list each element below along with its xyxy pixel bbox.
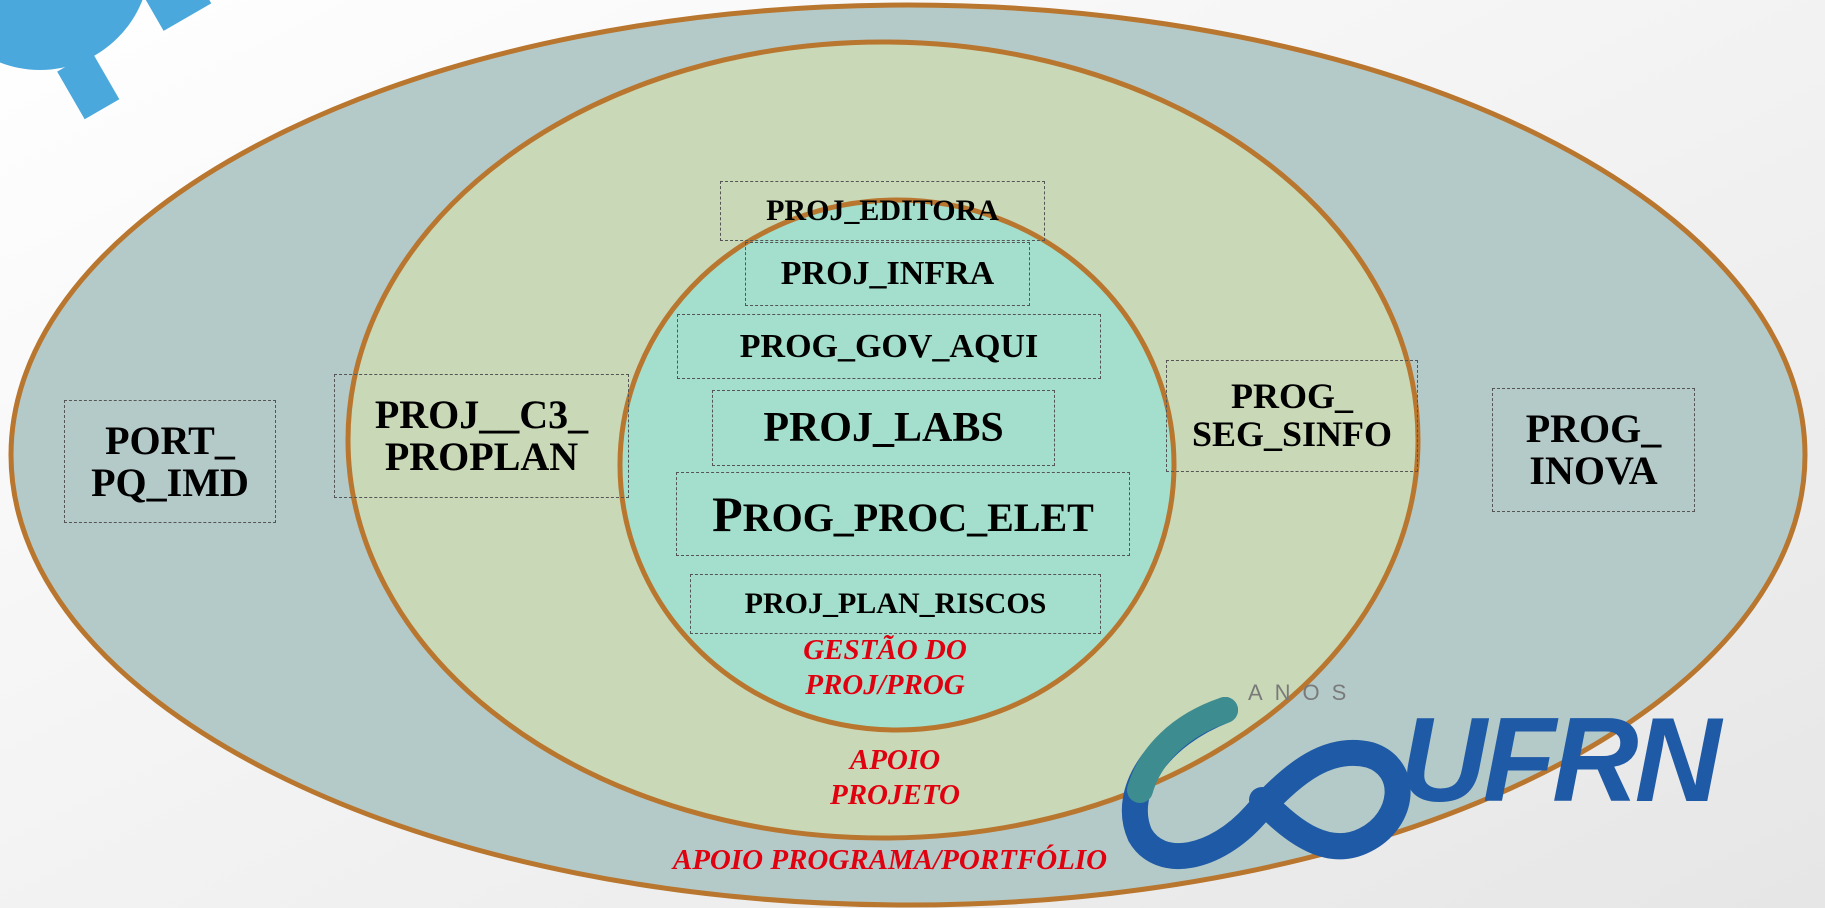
port-pq-imd-line1: PORT_ bbox=[105, 417, 235, 463]
prog-seg-sinfo-line2: SEG_SINFO bbox=[1191, 414, 1393, 454]
proj-infra-box: PROJ_INFRA bbox=[745, 242, 1030, 306]
proj-editora-label: PROJ_EDITORA bbox=[766, 194, 999, 228]
proj-editora-box: PROJ_EDITORA bbox=[720, 181, 1045, 241]
prog-proc-elet-box: PROG_PROC_ELET bbox=[676, 472, 1130, 556]
proj-c3-proplan-line1: PROJ__C3_ bbox=[374, 392, 589, 437]
proj-plan-riscos-label: PROJ_PLAN_RISCOS bbox=[744, 587, 1047, 621]
middle-caption-line1: APOIO bbox=[849, 744, 941, 776]
port-pq-imd-line2: PQ_IMD bbox=[91, 459, 249, 505]
prog-seg-sinfo-box: PROG_ SEG_SINFO bbox=[1166, 360, 1418, 472]
middle-caption-line2: PROJETO bbox=[830, 778, 960, 811]
prog-gov-aqui-box: PROG_GOV_AQUI bbox=[677, 314, 1101, 379]
port-pq-imd-box: PORT_ PQ_IMD bbox=[64, 400, 276, 523]
proj-plan-riscos-box: PROJ_PLAN_RISCOS bbox=[690, 574, 1101, 634]
inner-caption-line1: GESTÃO DO bbox=[803, 634, 967, 666]
inner-caption-line2: PROJ/PROG bbox=[805, 668, 965, 701]
sixty-years-logo bbox=[1122, 697, 1411, 869]
proj-infra-label: PROJ_INFRA bbox=[780, 255, 995, 293]
prog-gov-aqui-label: PROG_GOV_AQUI bbox=[739, 327, 1039, 365]
inner-caption: GESTÃO DO PROJ/PROG bbox=[760, 633, 1010, 703]
proj-labs-box: PROJ_LABS bbox=[712, 390, 1055, 466]
gear-icon bbox=[0, 0, 212, 120]
outer-caption: APOIO PROGRAMA/PORTFÓLIO bbox=[672, 844, 1108, 876]
anos-label: ANOS bbox=[1248, 680, 1359, 705]
proj-c3-proplan-box: PROJ__C3_ PROPLAN bbox=[334, 374, 629, 498]
prog-seg-sinfo-line1: PROG_ bbox=[1231, 376, 1353, 417]
proj-labs-label: PROJ_LABS bbox=[763, 404, 1004, 451]
ufrn-logo: UFRN bbox=[1400, 693, 1721, 827]
proj-c3-proplan-line2: PROPLAN bbox=[384, 434, 579, 479]
prog-proc-elet-initial: P bbox=[712, 485, 743, 542]
prog-inova-line2: INOVA bbox=[1529, 448, 1658, 493]
prog-inova-box: PROG_ INOVA bbox=[1492, 388, 1695, 512]
prog-inova-line1: PROG_ bbox=[1525, 406, 1662, 451]
prog-proc-elet-rest: ROG_PROC_ELET bbox=[742, 494, 1094, 540]
middle-caption: APOIO PROJETO bbox=[780, 743, 1010, 813]
